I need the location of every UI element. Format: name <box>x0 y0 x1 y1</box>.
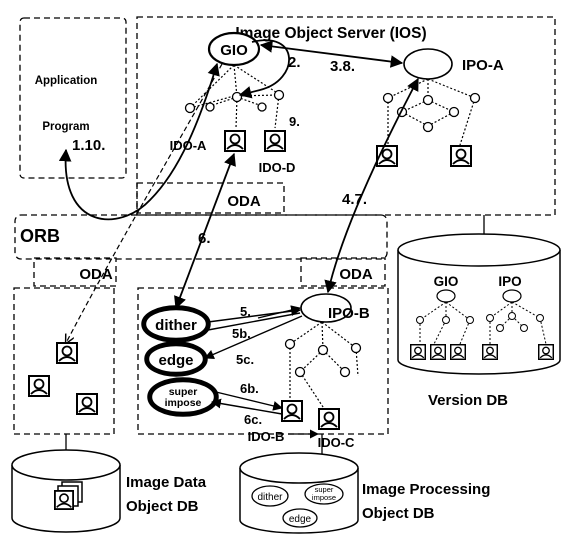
ido-a-icon <box>224 130 246 152</box>
image-processing-db-label-2: Object DB <box>362 505 435 522</box>
ipo-a-node <box>403 48 453 80</box>
oda-label-left: ODA <box>79 266 113 283</box>
image-data-icon-1 <box>56 342 78 364</box>
gio-label: GIO <box>220 42 248 59</box>
ido-d-label: IDO-D <box>259 160 296 175</box>
application-label: Application <box>35 75 98 87</box>
step-2: 2. <box>288 54 301 71</box>
mini-super-label-2: impose <box>312 493 336 502</box>
dither-label: dither <box>155 317 197 334</box>
ido-b-icon <box>281 400 303 422</box>
ido-c-icon <box>318 408 340 430</box>
ido-b-label: IDO-B <box>248 429 285 444</box>
db-ipo-label: IPO <box>498 274 521 289</box>
superimpose-label-1: super <box>169 386 198 398</box>
image-data-icon-3 <box>76 393 98 415</box>
step-5c: 5c. <box>236 352 254 367</box>
mini-super-label-1: super <box>315 485 334 494</box>
version-db-cylinder <box>397 233 561 375</box>
image-stack-icon <box>54 481 83 510</box>
step-4-7: 4.7. <box>342 191 367 208</box>
image-data-icon-2 <box>28 375 50 397</box>
program-label: Program <box>42 121 89 133</box>
image-data-db-label-2: Object DB <box>126 498 199 515</box>
db-gio-label: GIO <box>434 274 459 289</box>
step-5b: 5b. <box>232 326 251 341</box>
ipo-a-label: IPO-A <box>462 57 504 74</box>
step-1-10: 1.10. <box>72 137 105 154</box>
ipo-b-label: IPO-B <box>328 305 370 322</box>
step-6b: 6b. <box>240 381 259 396</box>
orb-label: ORB <box>20 226 60 246</box>
ios-title: Image Object Server (IOS) <box>235 25 426 42</box>
application-box <box>19 17 127 179</box>
image-processing-area <box>137 287 389 435</box>
step-6: 6. <box>198 230 211 247</box>
version-db-label: Version DB <box>428 392 508 409</box>
step-3-8: 3.8. <box>330 58 355 75</box>
image-data-area <box>13 287 115 435</box>
oda-label-right: ODA <box>339 266 373 283</box>
superimpose-label-2: impose <box>165 397 202 409</box>
oda-box-left <box>33 257 117 287</box>
ipo-a-ido-icon-2 <box>450 145 472 167</box>
oda-box-top <box>136 182 285 214</box>
mini-edge-label: edge <box>289 514 312 525</box>
edge-label: edge <box>158 352 193 369</box>
step-5: 5. <box>240 304 251 319</box>
image-processing-db-label-1: Image Processing <box>362 481 490 498</box>
ido-d-icon <box>264 130 286 152</box>
step-6c: 6c. <box>244 412 262 427</box>
ipo-b-node <box>300 293 352 323</box>
step-9: 9. <box>289 114 300 129</box>
image-data-db-label-1: Image Data <box>126 474 207 491</box>
mini-dither-label: dither <box>257 492 283 503</box>
ido-c-label: IDO-C <box>318 435 355 450</box>
oda-label-top: ODA <box>227 193 261 210</box>
